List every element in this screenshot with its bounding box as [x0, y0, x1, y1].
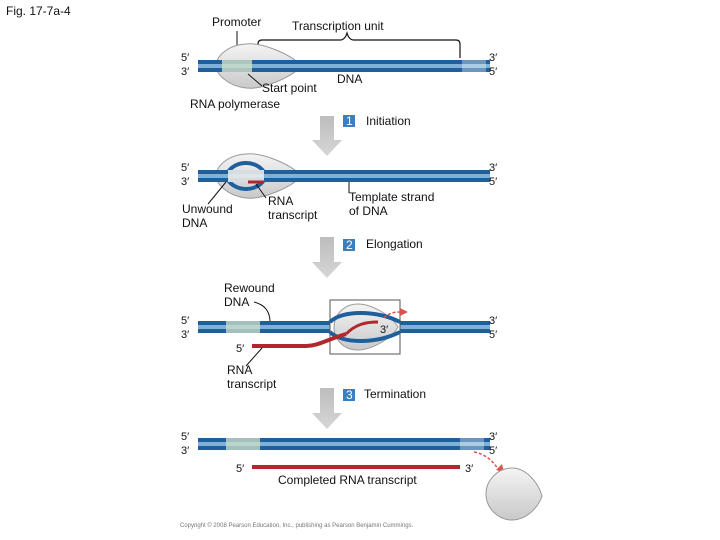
rna-polymerase-released — [485, 467, 543, 521]
transcription-unit-brace — [257, 30, 461, 58]
rna-transcript-strand — [252, 332, 347, 348]
unwound-dna-label-line1: Unwound — [182, 202, 233, 216]
dna-end-3-left: 3′ — [181, 66, 189, 78]
step-2: 2 Elongation — [343, 237, 423, 252]
dna-end-5-left-2: 5′ — [181, 162, 189, 174]
dna-end-5-right-2: 5′ — [489, 176, 497, 188]
dna-label: DNA — [337, 72, 362, 86]
dna-end-3-right: 3′ — [489, 52, 497, 64]
step-1-title: Initiation — [366, 114, 411, 128]
rna-transcript-label-b-line2: transcript — [227, 377, 277, 391]
dna-end-3-left-3: 3′ — [181, 329, 189, 341]
step-3: 3 Termination — [343, 387, 426, 402]
template-strand-label-line1: Template strand — [349, 190, 434, 204]
step-2-number: 2 — [346, 238, 353, 252]
dna-end-3-left-2: 3′ — [181, 176, 189, 188]
step-2-badge — [343, 239, 355, 251]
completed-rna-5-end: 5′ — [236, 463, 244, 475]
completed-rna-3-end: 3′ — [465, 463, 473, 475]
step-3-badge — [343, 389, 355, 401]
step-arrow-1 — [312, 116, 342, 156]
rna-polymerase-shape-3 — [333, 303, 399, 351]
step-1-number: 1 — [346, 114, 353, 128]
step-3-title: Termination — [364, 387, 426, 401]
transcription-unit-label: Transcription unit — [292, 19, 384, 33]
dna-end-5-right-4: 5′ — [489, 445, 497, 457]
dna-end-5-left-4: 5′ — [181, 431, 189, 443]
stage-promoter: Promoter Transcription unit 5′ 3′ 3′ 5′ … — [181, 15, 497, 111]
rna-3-end-label: 3′ — [380, 324, 388, 336]
template-strand-label-line2: of DNA — [349, 204, 388, 218]
figure-label: Fig. 17-7a-4 — [6, 4, 71, 18]
dna-end-3-right-4: 3′ — [489, 431, 497, 443]
dna-end-5-right: 5′ — [489, 66, 497, 78]
start-point-label: Start point — [262, 81, 317, 95]
promoter-label: Promoter — [212, 15, 261, 29]
unwound-dna-label-line2: DNA — [182, 216, 207, 230]
rewound-dna-label-line2: DNA — [224, 295, 249, 309]
step-1: 1 Initiation — [343, 114, 411, 128]
rna-polymerase-label: RNA polymerase — [190, 97, 280, 111]
step-arrow-3 — [312, 388, 342, 429]
rna-5-end-label: 5′ — [236, 343, 244, 355]
dna-end-3-right-3: 3′ — [489, 315, 497, 327]
rna-transcript-label-b-line1: RNA — [227, 363, 252, 377]
completed-rna-label: Completed RNA transcript — [278, 473, 417, 487]
dna-end-5-left: 5′ — [181, 52, 189, 64]
rna-transcript-label-line2: transcript — [268, 208, 318, 222]
rewound-dna-label-line1: Rewound — [224, 281, 275, 295]
step-arrow-2 — [312, 237, 342, 278]
dna-end-3-left-4: 3′ — [181, 445, 189, 457]
dna-end-5-right-3: 5′ — [489, 329, 497, 341]
copyright-note: Copyright © 2008 Pearson Education, Inc.… — [180, 522, 414, 529]
step-1-badge — [343, 115, 355, 127]
step-3-number: 3 — [346, 388, 353, 402]
dna-end-5-left-3: 5′ — [181, 315, 189, 327]
stage-elongation: Rewound DNA 3′ 5′ RNA transcript 5′ 3′ 3… — [181, 281, 497, 391]
step-2-title: Elongation — [366, 237, 423, 251]
elongation-detail-box — [329, 299, 401, 355]
rna-transcript-label-line1: RNA — [268, 194, 293, 208]
stage-initiation: 5′ 3′ 3′ 5′ Unwound DNA RNA transcript T… — [181, 153, 497, 230]
dna-end-3-right-2: 3′ — [489, 162, 497, 174]
completed-rna-strand — [252, 465, 460, 469]
stage-termination: 5′ 3′ 3′ 5′ 5′ 3′ Completed RNA transcri… — [181, 431, 543, 521]
